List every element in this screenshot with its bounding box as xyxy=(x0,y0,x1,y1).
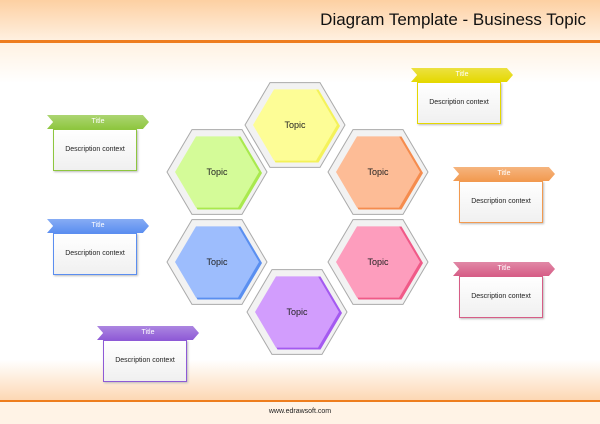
card-title-flag: Title xyxy=(97,326,199,340)
topic-label: Topic xyxy=(286,307,308,317)
topic-label: Topic xyxy=(206,257,228,267)
card-title-flag: Title xyxy=(453,262,555,276)
header-divider xyxy=(0,40,600,43)
card-description: Description context xyxy=(459,181,543,223)
card-title-flag: Title xyxy=(453,167,555,181)
card-title-flag: Title xyxy=(411,68,513,82)
footer-divider xyxy=(0,400,600,402)
card-description: Description context xyxy=(103,340,187,382)
topic-hexagon-pink[interactable]: Topic xyxy=(327,219,429,305)
topic-label: Topic xyxy=(284,120,306,130)
hexagon-face xyxy=(175,136,259,208)
topic-hexagon-yellow[interactable]: Topic xyxy=(244,82,346,168)
footer-url: www.edrawsoft.com xyxy=(0,402,600,424)
hexagon-face xyxy=(175,226,259,298)
topic-label: Topic xyxy=(206,167,228,177)
hexagon-face xyxy=(336,226,420,298)
topic-hexagon-blue[interactable]: Topic xyxy=(166,219,268,305)
card-description: Description context xyxy=(417,82,501,124)
card-description: Description context xyxy=(53,129,137,171)
card-description: Description context xyxy=(459,276,543,318)
topic-hexagon-orange[interactable]: Topic xyxy=(327,129,429,215)
card-description: Description context xyxy=(53,233,137,275)
card-title-flag: Title xyxy=(47,115,149,129)
hexagon-face xyxy=(336,136,420,208)
topic-hexagon-purple[interactable]: Topic xyxy=(246,269,348,355)
topic-label: Topic xyxy=(367,167,389,177)
topic-label: Topic xyxy=(367,257,389,267)
page-title: Diagram Template - Business Topic xyxy=(320,10,586,29)
footer-fade xyxy=(0,360,600,400)
hexagon-face xyxy=(253,89,337,161)
card-title-flag: Title xyxy=(47,219,149,233)
header-band: Diagram Template - Business Topic xyxy=(0,0,600,40)
hexagon-face xyxy=(255,276,339,348)
topic-hexagon-green[interactable]: Topic xyxy=(166,129,268,215)
